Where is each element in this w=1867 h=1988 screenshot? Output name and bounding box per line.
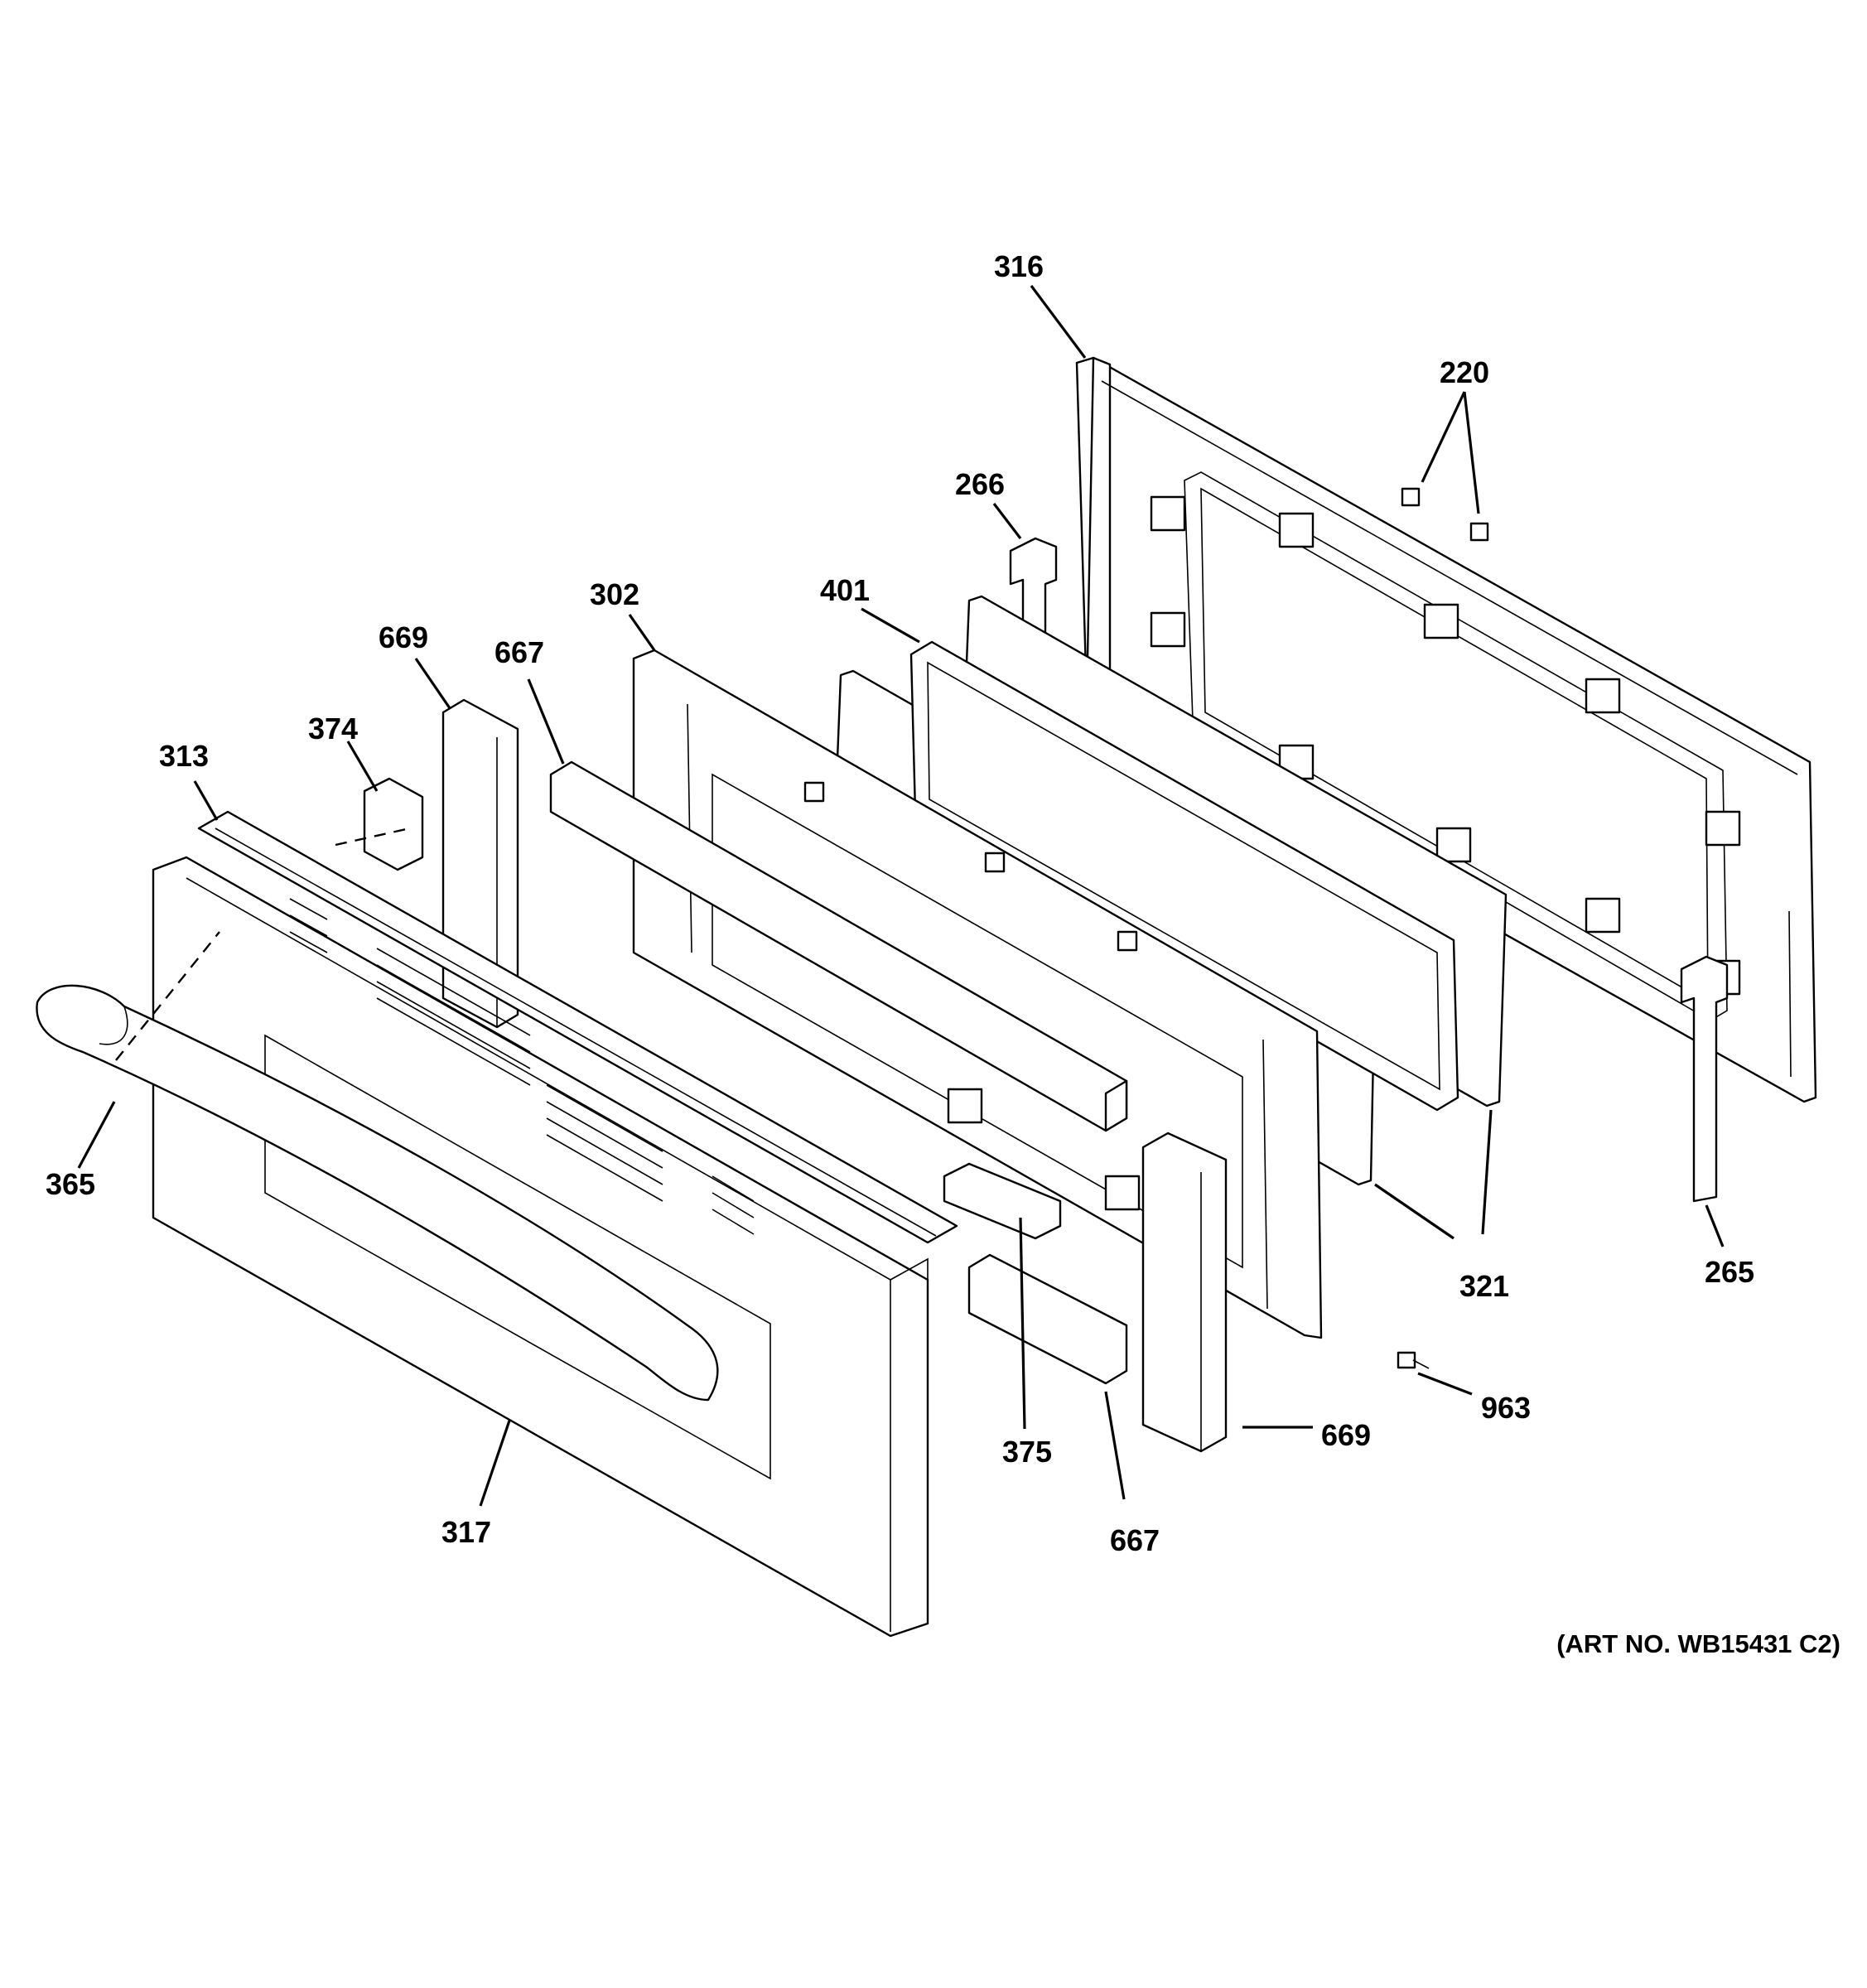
callout-375: 375 (1002, 1435, 1052, 1469)
callout-317: 317 (441, 1515, 491, 1549)
callout-302: 302 (590, 577, 639, 611)
callout-220: 220 (1440, 355, 1489, 389)
callout-669-top: 669 (379, 620, 428, 654)
callout-265: 265 (1705, 1255, 1754, 1289)
callout-667-bottom: 667 (1110, 1523, 1160, 1557)
part-963-screw (1397, 1351, 1430, 1369)
callout-266: 266 (955, 467, 1005, 501)
callout-316: 316 (994, 249, 1044, 283)
part-365-handle (36, 984, 719, 1402)
art-number: (ART NO. WB15431 C2) (1556, 1629, 1840, 1658)
callout-669-bottom: 669 (1321, 1418, 1371, 1452)
callout-374: 374 (308, 712, 358, 746)
callout-963: 963 (1481, 1391, 1531, 1425)
part-220-clips (1401, 487, 1489, 542)
part-667-insulation-top (549, 760, 1128, 1132)
part-374-hinge-receiver-left (363, 777, 424, 871)
callout-365: 365 (46, 1167, 95, 1201)
part-669-insulation-bottom (1141, 1132, 1228, 1453)
part-265-hinge-right (1680, 955, 1729, 1203)
callout-667-top: 667 (494, 635, 544, 669)
part-667-insulation-bottom (967, 1253, 1128, 1385)
part-316-door-liner (1075, 356, 1817, 1103)
callout-401: 401 (820, 573, 870, 607)
callout-313: 313 (159, 739, 209, 773)
part-375-hinge-receiver-right (943, 1162, 1062, 1240)
callout-321: 321 (1459, 1269, 1509, 1303)
part-313-vent-trim (197, 810, 958, 1244)
